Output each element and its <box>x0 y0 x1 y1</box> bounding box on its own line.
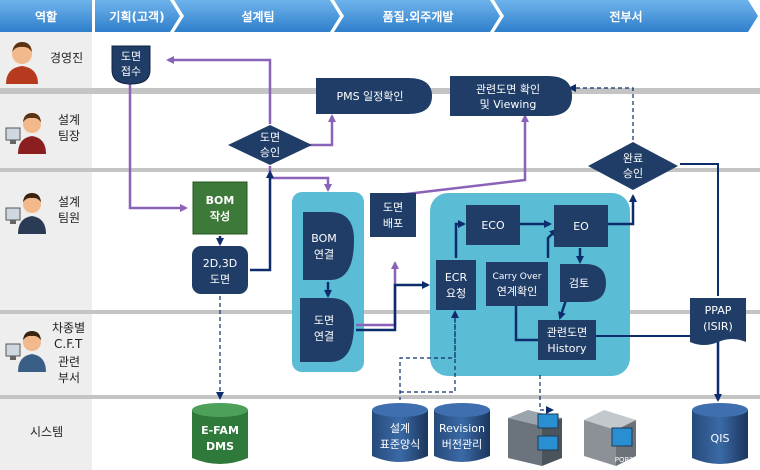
qis-database: QIS <box>692 403 748 464</box>
svg-text:및 Viewing: 및 Viewing <box>480 98 537 111</box>
svg-text:관련도면: 관련도면 <box>547 326 587 339</box>
svg-text:DMS: DMS <box>206 440 234 453</box>
svg-text:도면: 도면 <box>210 273 230 286</box>
drawing-receive-node: 도면 접수 <box>111 45 151 85</box>
bom-create-node: BOM 작성 <box>192 181 248 235</box>
revision-database: Revision 버전관리 <box>434 403 490 462</box>
svg-text:요청: 요청 <box>446 287 466 300</box>
efam-dms-database: E-FAM DMS <box>192 403 248 464</box>
design-standard-database: 설계 표준양식 <box>372 403 428 462</box>
svg-text:도면: 도면 <box>121 50 141 63</box>
svg-text:접수: 접수 <box>121 65 141 78</box>
svg-text:버전관리: 버전관리 <box>442 438 482 451</box>
svg-text:(ISIR): (ISIR) <box>703 320 733 333</box>
team-lead-person-icon <box>5 113 46 154</box>
header-bar: 역할 기획(고객) 설계팀 품질.외주개발 전부서 <box>0 0 758 32</box>
lane-label: C.F.T <box>54 337 83 351</box>
svg-text:ECO: ECO <box>481 219 505 232</box>
svg-text:E-FAM: E-FAM <box>201 424 239 437</box>
svg-text:BOM: BOM <box>311 232 337 245</box>
related-drawing-view-node: 관련도면 확인 및 Viewing <box>450 76 572 116</box>
review-node: 검토 <box>560 264 606 302</box>
manager-person-icon <box>6 42 38 84</box>
svg-text:배포: 배포 <box>383 217 403 230</box>
svg-text:검토: 검토 <box>569 277 589 290</box>
bom-link-node: BOM 연결 <box>303 212 354 280</box>
phase-label: 전부서 <box>609 9 642 24</box>
lane-label: 팀원 <box>58 211 80 225</box>
svg-text:POP3: POP3 <box>615 456 633 464</box>
drawing-distribute-node: 도면 배포 <box>370 193 416 237</box>
drawing-history-node: 관련도면 History <box>538 320 596 360</box>
drawing-approve-decision: 도면 승인 <box>228 125 312 165</box>
process-flows <box>216 163 722 402</box>
lane-separators <box>0 88 760 399</box>
lane-label: 부서 <box>58 371 80 385</box>
svg-text:작성: 작성 <box>210 209 230 223</box>
lane-label: 관련 <box>58 355 80 369</box>
svg-text:연결: 연결 <box>314 248 334 261</box>
carry-over-node: Carry Over 연계확인 <box>486 262 548 306</box>
lane-label: 차종별 <box>52 321 85 335</box>
system-links <box>216 84 634 414</box>
drawing-link-node: 도면 연결 <box>300 298 354 362</box>
svg-text:승인: 승인 <box>260 146 280 159</box>
svg-text:관련도면 확인: 관련도면 확인 <box>476 83 540 96</box>
pms-schedule-node: PMS 일정확인 <box>316 78 432 114</box>
phase-label: 기획(고객) <box>109 9 164 24</box>
server-icon <box>508 410 562 466</box>
ppap-node: PPAP (ISIR) <box>690 298 746 345</box>
team-member-person-icon <box>5 193 46 234</box>
svg-text:Revision: Revision <box>439 422 485 435</box>
lane-label: 설계 <box>58 195 80 209</box>
role-header: 역할 <box>35 9 57 24</box>
svg-text:PMS 일정확인: PMS 일정확인 <box>336 89 403 103</box>
svg-text:설계: 설계 <box>390 422 410 435</box>
drawing-2d3d-node: 2D,3D 도면 <box>192 246 248 294</box>
svg-text:History: History <box>547 342 587 355</box>
lane-label: 시스템 <box>30 425 63 439</box>
phase-arrow-3 <box>334 0 500 32</box>
svg-text:완료: 완료 <box>623 152 643 165</box>
cft-person-icon <box>5 331 46 372</box>
completion-approve-decision: 완료 승인 <box>588 142 678 190</box>
svg-text:ECR: ECR <box>445 271 468 284</box>
lane-label: 팀장 <box>58 129 80 143</box>
phase-arrow-2 <box>174 0 340 32</box>
svg-text:Carry Over: Carry Over <box>493 272 542 282</box>
ecr-request-node: ECR 요청 <box>436 260 476 310</box>
svg-text:연결: 연결 <box>314 330 334 343</box>
svg-text:QIS: QIS <box>711 432 730 445</box>
phase-label: 품질.외주개발 <box>383 9 454 24</box>
eco-node: ECO <box>466 205 520 245</box>
pop3-mail-server-icon: POP3 <box>584 410 636 466</box>
svg-text:PPAP: PPAP <box>705 304 732 317</box>
svg-text:표준양식: 표준양식 <box>380 438 420 451</box>
phase-label: 설계팀 <box>241 9 274 24</box>
phase-arrow-1 <box>95 0 180 32</box>
svg-text:도면: 도면 <box>314 314 334 327</box>
svg-text:승인: 승인 <box>623 167 643 180</box>
eo-node: EO <box>554 205 608 247</box>
svg-text:연계확인: 연계확인 <box>497 285 537 298</box>
svg-text:BOM: BOM <box>206 194 235 207</box>
svg-text:EO: EO <box>573 220 589 233</box>
svg-text:도면: 도면 <box>260 131 280 144</box>
lane-label: 경영진 <box>50 51 83 65</box>
svg-text:2D,3D: 2D,3D <box>203 257 237 270</box>
svg-text:도면: 도면 <box>383 201 403 214</box>
phase-arrow-4 <box>494 0 758 32</box>
lane-label: 설계 <box>58 113 80 127</box>
